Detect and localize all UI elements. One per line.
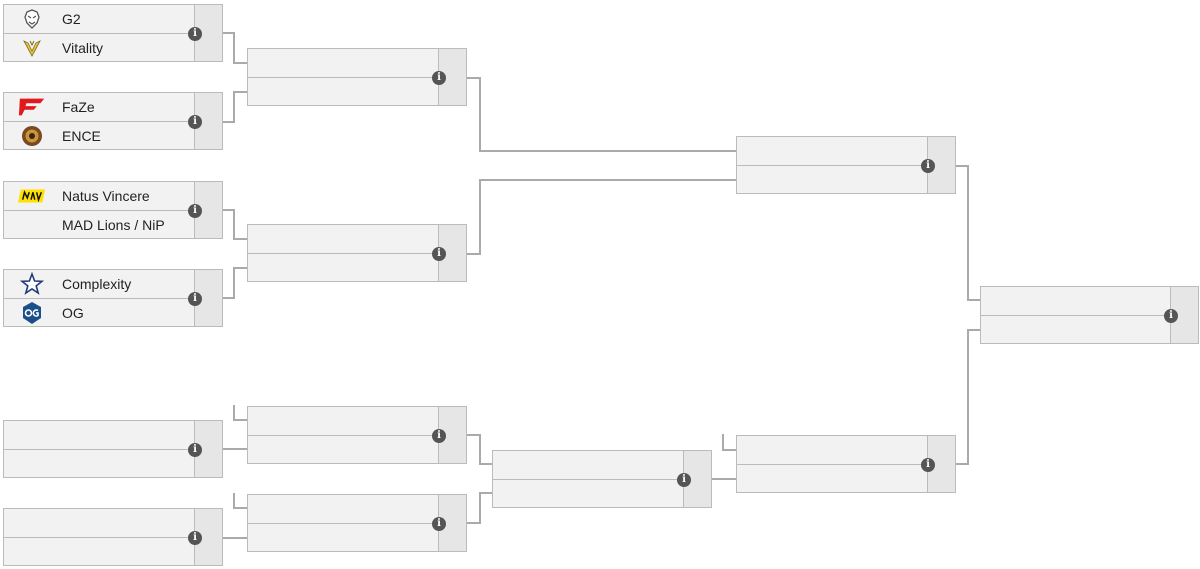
team-slot-g2[interactable]: G2 [4, 5, 194, 33]
team-slot-empty[interactable] [248, 495, 438, 523]
match-info-icon[interactable]: i [188, 204, 202, 218]
team-slot-empty[interactable] [737, 166, 927, 194]
lower-final-match: i [736, 435, 956, 493]
slot-divider [4, 210, 194, 211]
slot-divider [248, 435, 438, 436]
team-slot-empty[interactable] [4, 450, 194, 478]
team-name: Vitality [62, 40, 103, 56]
lower-round2-match-2: i [247, 494, 467, 552]
match-info-icon[interactable]: i [677, 473, 691, 487]
lower-semifinal-match: i [492, 450, 712, 508]
match-info-icon[interactable]: i [921, 458, 935, 472]
team-slot-empty[interactable] [4, 509, 194, 537]
match-info-icon[interactable]: i [188, 27, 202, 41]
upper-quarterfinal-match-2: FaZe ENCE i [3, 92, 223, 150]
team-slot-empty[interactable] [737, 436, 927, 464]
team-slot-empty[interactable] [248, 225, 438, 253]
match-info-icon[interactable]: i [188, 292, 202, 306]
slot-divider [4, 449, 194, 450]
match-info-icon[interactable]: i [188, 443, 202, 457]
match-info-icon[interactable]: i [1164, 309, 1178, 323]
team-slot-empty[interactable] [248, 78, 438, 106]
slot-divider [248, 523, 438, 524]
upper-quarterfinal-match-3: Natus Vincere MAD Lions / NiP i [3, 181, 223, 239]
upper-quarterfinal-match-4: Complexity OG i [3, 269, 223, 327]
team-slot-empty[interactable] [248, 254, 438, 282]
slot-divider [493, 479, 683, 480]
team-slot-empty[interactable] [248, 524, 438, 552]
lower-round2-match-1: i [247, 406, 467, 464]
og-logo-icon [18, 301, 46, 325]
slot-divider [981, 315, 1170, 316]
upper-final-match: i [736, 136, 956, 194]
team-name: G2 [62, 11, 81, 27]
match-info-icon[interactable]: i [921, 159, 935, 173]
team-name: Natus Vincere [62, 188, 150, 204]
team-slot-empty[interactable] [737, 137, 927, 165]
team-slot-empty[interactable] [248, 49, 438, 77]
slot-divider [248, 253, 438, 254]
team-slot-faze[interactable]: FaZe [4, 93, 194, 121]
match-info-icon[interactable]: i [432, 71, 446, 85]
slot-divider [4, 33, 194, 34]
team-slot-og[interactable]: OG [4, 299, 194, 327]
match-info-icon[interactable]: i [432, 517, 446, 531]
slot-divider [737, 464, 927, 465]
match-info-icon[interactable]: i [188, 531, 202, 545]
grand-final-match: i [980, 286, 1199, 344]
upper-quarterfinal-match-1: G2 Vitality i [3, 4, 223, 62]
team-slot-empty[interactable] [4, 421, 194, 449]
slot-divider [248, 77, 438, 78]
slot-divider [4, 537, 194, 538]
team-slot-empty[interactable] [248, 407, 438, 435]
match-info-icon[interactable]: i [432, 247, 446, 261]
match-info-icon[interactable]: i [432, 429, 446, 443]
g2-logo-icon [18, 7, 46, 31]
lower-round1-match-2: i [3, 508, 223, 566]
team-name: OG [62, 305, 84, 321]
lower-round1-match-1: i [3, 420, 223, 478]
team-slot-empty[interactable] [737, 465, 927, 493]
team-slot-empty[interactable] [493, 451, 683, 479]
navi-logo-icon [18, 184, 46, 208]
match-info-icon[interactable]: i [188, 115, 202, 129]
team-slot-navi[interactable]: Natus Vincere [4, 182, 194, 210]
complexity-logo-icon [18, 272, 46, 296]
vitality-logo-icon [18, 36, 46, 60]
slot-divider [4, 121, 194, 122]
slot-divider [4, 298, 194, 299]
team-slot-empty[interactable] [248, 436, 438, 464]
team-slot-tbd[interactable]: MAD Lions / NiP [4, 211, 194, 239]
team-name: ENCE [62, 128, 101, 144]
team-name: FaZe [62, 99, 95, 115]
team-slot-vitality[interactable]: Vitality [4, 34, 194, 62]
upper-semifinal-match-2: i [247, 224, 467, 282]
team-slot-ence[interactable]: ENCE [4, 122, 194, 150]
team-name: MAD Lions / NiP [62, 217, 165, 233]
faze-logo-icon [18, 95, 46, 119]
team-slot-complexity[interactable]: Complexity [4, 270, 194, 298]
upper-semifinal-match-1: i [247, 48, 467, 106]
team-slot-empty[interactable] [4, 538, 194, 566]
team-name: Complexity [62, 276, 132, 292]
ence-logo-icon [18, 124, 46, 148]
team-slot-empty[interactable] [981, 287, 1170, 315]
slot-divider [737, 165, 927, 166]
team-slot-empty[interactable] [493, 480, 683, 508]
team-slot-empty[interactable] [981, 316, 1170, 344]
